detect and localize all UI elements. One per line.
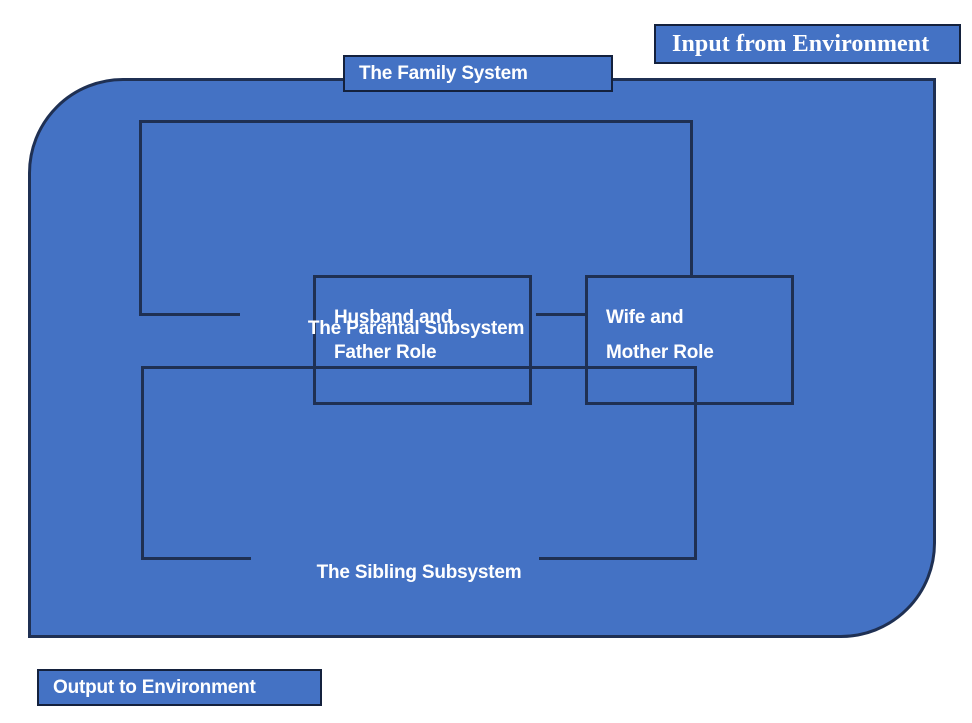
role-label-line1: Wife and [606,307,684,328]
role-box-husband-father: Husband and Father Role [313,275,532,405]
role-label-line2: Mother Role [606,342,714,364]
sibling-subsystem-frame [141,366,697,560]
parental-subsystem: Husband and Father Role Wife and Mother … [139,120,794,405]
output-to-environment-label: Output to Environment [37,669,322,706]
sibling-subsystem-border-gap [251,555,539,562]
sibling-subsystem: Son and Brother Role Daughter and Sister… [141,366,697,583]
input-from-environment-label: Input from Environment [654,24,961,64]
role-box-wife-mother: Wife and Mother Role [585,275,794,405]
sibling-subsystem-caption: The Sibling Subsystem [316,562,522,583]
role-label-line1: Husband and [334,307,453,328]
family-system-label: The Family System [343,55,613,92]
parental-subsystem-caption: The Parental Subsystem [307,318,525,339]
role-label-line2: Father Role [334,342,437,364]
